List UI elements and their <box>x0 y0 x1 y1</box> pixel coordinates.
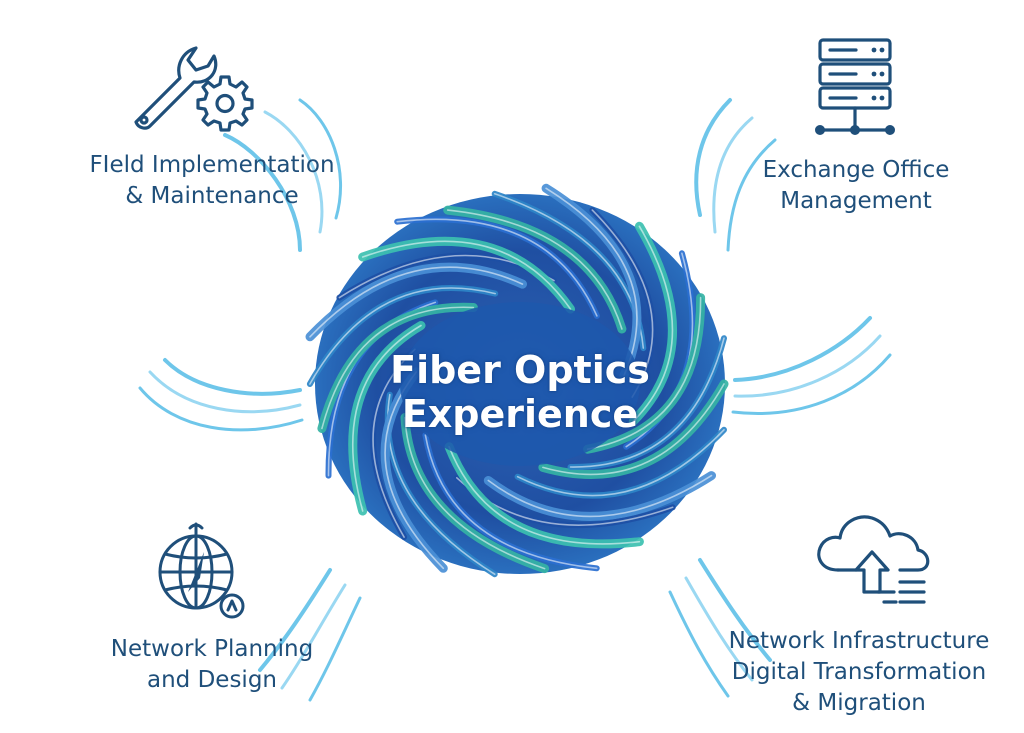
fiber-strand-highlight <box>361 240 572 310</box>
node-label-line: Digital Transformation <box>731 659 987 685</box>
fiber-strand-highlight <box>542 383 725 476</box>
fiber-strand-highlight <box>309 287 496 385</box>
connector-arc <box>698 558 772 662</box>
connector-arc <box>684 576 754 682</box>
fiber-strands <box>305 183 729 578</box>
fiber-strand-highlight <box>516 429 725 497</box>
node-label-network-infrastructure: Network Infrastructure Digital Transform… <box>694 626 1024 719</box>
connector-arc <box>258 568 332 672</box>
node-label-line: Exchange Office <box>762 157 950 183</box>
fiber-strand-highlight <box>448 446 641 545</box>
node-label-line: Network Infrastructure <box>728 628 990 654</box>
fiber-strand-highlight <box>487 474 713 518</box>
node-label-field-implementation: FIeld Implementation & Maintenance <box>72 150 352 212</box>
compass-needle <box>188 552 204 592</box>
connector-arc <box>263 110 324 234</box>
connector-arc <box>733 334 882 398</box>
fiber-strand-highlight <box>586 296 702 450</box>
connector-arc <box>712 116 754 234</box>
fiber-strand-highlight <box>569 337 725 468</box>
center-title-line-2: Experience <box>401 392 639 436</box>
connector-arc <box>733 316 872 382</box>
node-label-line: Network Planning <box>110 636 314 662</box>
center-title-line-1: Fiber Optics <box>390 348 650 392</box>
globe-compass-icon <box>158 522 245 619</box>
fiber-strand-highlight <box>321 306 475 430</box>
title-backdrop <box>400 302 640 466</box>
node-label-line: & Maintenance <box>125 183 299 209</box>
fiber-strand-highlight <box>632 225 674 423</box>
connector-arc <box>223 133 302 252</box>
fiber-strand-highlight <box>404 416 546 570</box>
connector-arc <box>138 386 304 432</box>
connector-arc <box>148 370 302 414</box>
fiber-strand-highlight <box>352 324 422 512</box>
connector-arc <box>731 353 892 415</box>
node-label-line: & Migration <box>792 690 926 716</box>
node-label-line: FIeld Implementation <box>89 152 335 178</box>
connector-arcs <box>138 98 892 702</box>
connector-arc <box>668 590 730 698</box>
fiber-strand-highlight <box>446 209 623 330</box>
node-label-line: Management <box>780 188 932 214</box>
connector-arc <box>163 358 302 396</box>
fiber-strand-highlight <box>424 434 598 570</box>
fiber-strand-highlight <box>372 348 416 538</box>
connector-arc <box>726 138 777 252</box>
fiber-strand-highlight <box>545 187 638 377</box>
connector-arc <box>694 98 732 217</box>
fiber-strand-highlight <box>384 371 445 570</box>
cloud-upload-icon <box>817 515 930 604</box>
connector-arc <box>280 583 347 690</box>
connector-arc <box>308 596 362 702</box>
wrench-gear-icon <box>134 46 254 132</box>
fiber-strand-highlight <box>309 266 524 338</box>
server-network-icon <box>815 38 895 135</box>
connector-arc <box>298 98 342 220</box>
fiber-strand-highlight <box>396 218 598 317</box>
node-label-exchange-office: Exchange Office Management <box>716 155 996 217</box>
node-label-network-planning: Network Planning and Design <box>72 634 352 696</box>
node-label-line: and Design <box>147 667 277 693</box>
fiber-strand-highlight <box>591 209 654 398</box>
